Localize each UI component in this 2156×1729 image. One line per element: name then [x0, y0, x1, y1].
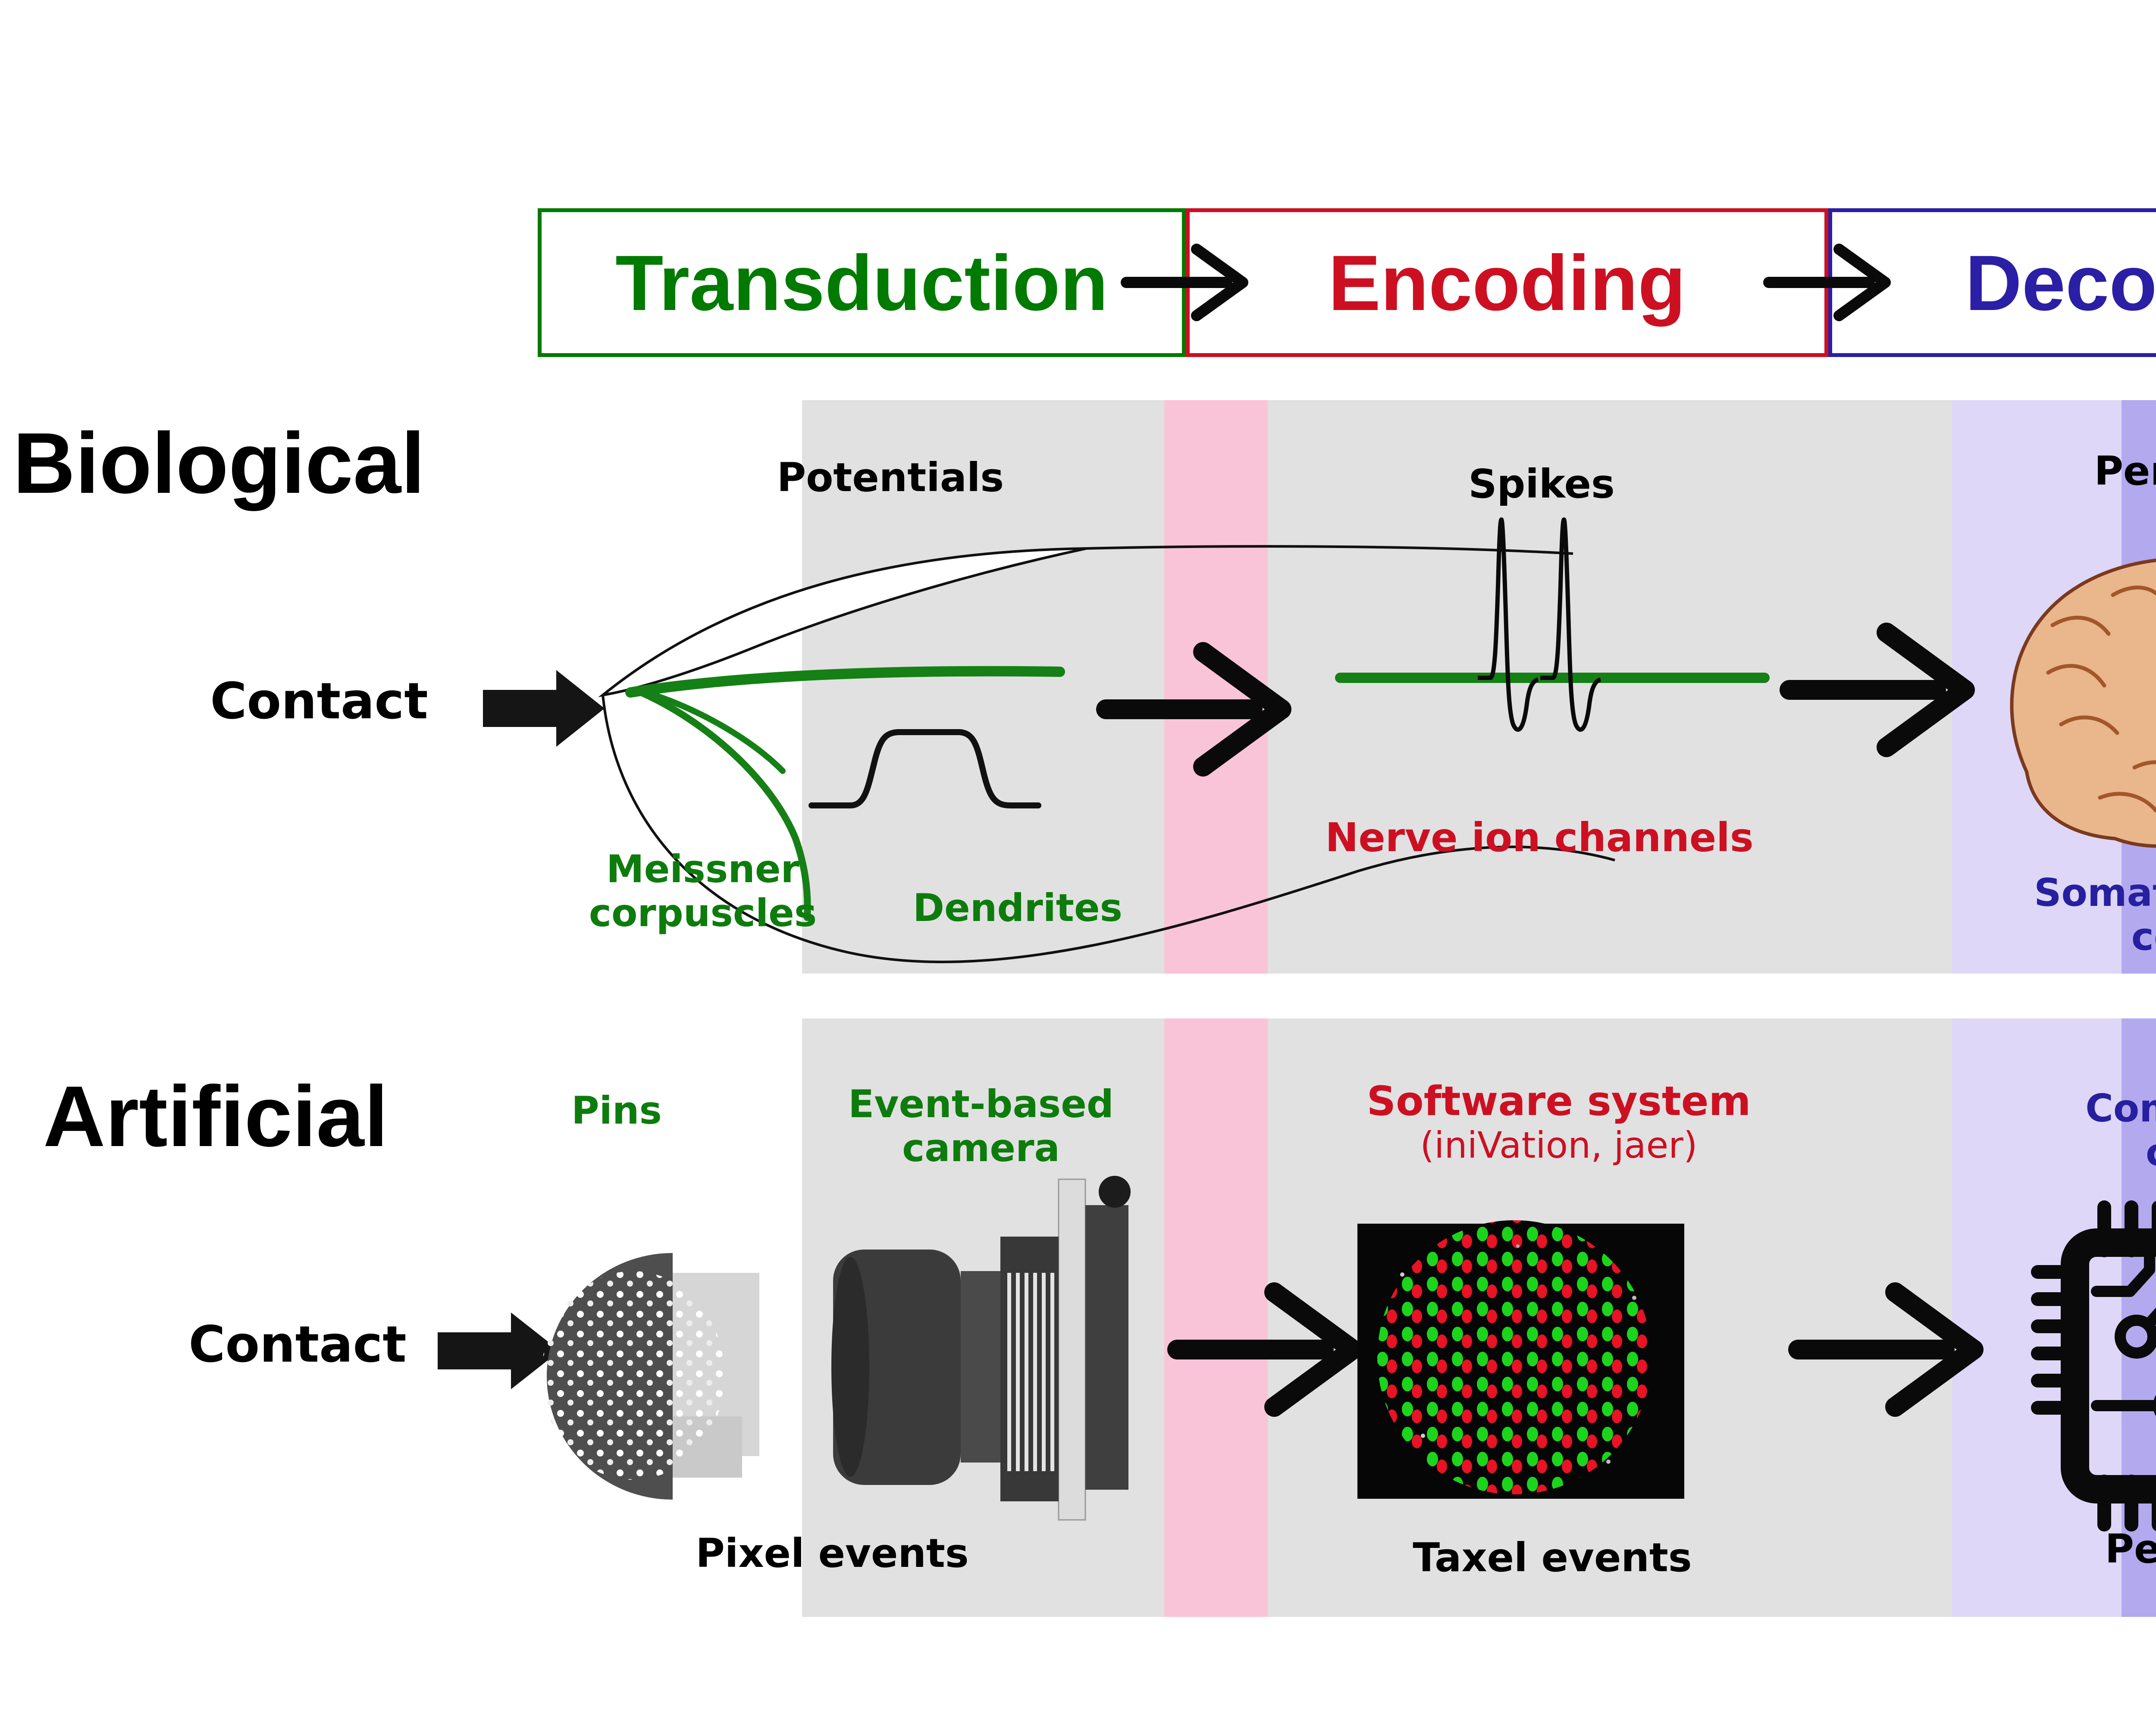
band-art-pink [1164, 1018, 1268, 1617]
brain-gyri [2046, 586, 2156, 813]
computer-chip-label: Computer chip [2085, 1086, 2156, 1174]
taxel-events-label: Taxel events [1413, 1535, 1692, 1581]
computer-chip-icon [2031, 1200, 2156, 1532]
somatosensory-cortex-label: Somatosensory cortex [2034, 871, 2156, 959]
percepts-label-artificial: Percepts [2105, 1526, 2156, 1572]
contact-label-artificial: Contact [188, 1316, 407, 1374]
event-based-camera-label: Event-based camera [848, 1082, 1114, 1171]
brain-illustration [2010, 558, 2156, 848]
dendrites-label: Dendrites [912, 886, 1123, 930]
nerve-ion-channels-label: Nerve ion channels [1325, 814, 1754, 861]
percepts-label-biological: Percepts [2094, 448, 2156, 494]
software-system-sublabel: (iniVation, jaer) [1420, 1124, 1698, 1166]
heatsink-fins [1007, 1273, 1054, 1471]
arrow-art-encoding-to-decoding [1788, 1282, 1984, 1417]
taxel-events-image [1357, 1220, 1684, 1499]
row-label-biological: Biological [13, 415, 425, 511]
spikes-label: Spikes [1468, 461, 1615, 507]
arrow-encoding-to-decoding [1763, 244, 1891, 321]
stage-label-encoding: Encoding [1328, 238, 1686, 327]
arrow-bio-encoding-to-decoding [1780, 623, 1975, 757]
stage-box-encoding: Encoding [1186, 208, 1828, 357]
nerve-fiber-dendrites [625, 666, 1065, 921]
meissner-corpuscles-label: Meissner corpuscles [589, 847, 817, 936]
chip-circuit-traces [2091, 1243, 2156, 1416]
contact-arrow-biological [483, 670, 605, 747]
event-camera [831, 1176, 1131, 1521]
contact-label-biological: Contact [210, 672, 428, 730]
contact-arrow-artificial [438, 1312, 560, 1389]
potentials-label: Potentials [777, 454, 1004, 501]
stage-label-decoding: Decoding [1965, 238, 2156, 327]
pins-label: Pins [571, 1088, 662, 1133]
pin-array-dome [542, 1253, 759, 1500]
stage-label-transduction: Transduction [615, 238, 1108, 327]
row-label-artificial: Artificial [43, 1068, 389, 1165]
pixel-events-label: Pixel events [696, 1530, 969, 1576]
arrow-transduction-to-encoding [1121, 244, 1248, 321]
receptor-potential-waveform [808, 729, 1041, 808]
band-art-lavender [1952, 1018, 2122, 1617]
fingertip-illustration [598, 545, 1615, 963]
band-bio-gray-left [802, 400, 1164, 974]
arrow-bio-transduction-to-encoding [1096, 642, 1291, 777]
software-system-label: Software system [1366, 1078, 1751, 1125]
stage-box-transduction: Transduction [538, 208, 1186, 357]
nerve-axon-spike-train [1335, 520, 1770, 730]
arrow-art-transduction-to-encoding [1167, 1282, 1363, 1417]
